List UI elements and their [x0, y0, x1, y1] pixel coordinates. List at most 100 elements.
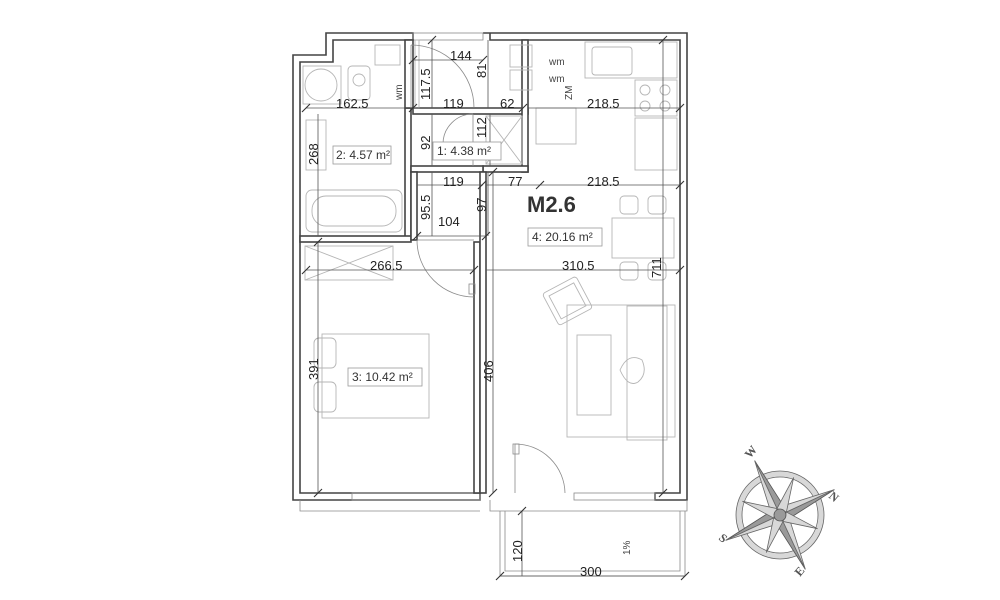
dimension-labels: 144 117.5 81 162.5 119 62 218.5 268 92 1…	[306, 48, 664, 579]
dim-162-5: 162.5	[336, 96, 369, 111]
bath-right-wall	[404, 107, 412, 241]
dim-310-5: 310.5	[562, 258, 595, 273]
zm-label: ZM	[564, 86, 575, 100]
dim-218-5-mid: 218.5	[587, 174, 620, 189]
washbasin-cabinet	[302, 65, 342, 105]
compass-e: E	[792, 564, 808, 579]
pillow	[313, 337, 337, 369]
living-left-wall	[479, 171, 487, 494]
sofa	[626, 305, 668, 441]
hall-closet-box	[485, 115, 523, 165]
room-labels: 2: 4.57 m² 1: 4.38 m² 3: 10.42 m² 4: 20.…	[332, 141, 603, 387]
dim-62: 62	[500, 96, 514, 111]
wc-fixture-2	[509, 69, 533, 91]
wc-wall	[404, 39, 414, 109]
kitchen-counter-top	[584, 41, 678, 79]
room-3-label: 3: 10.42 m²	[352, 370, 413, 384]
wc-door[interactable]	[410, 44, 475, 109]
door-handle	[512, 443, 520, 455]
person-figure	[619, 357, 645, 384]
wc-fixture	[509, 44, 533, 68]
hall-mid-wall	[410, 165, 484, 173]
wm-label-2: wm	[548, 74, 565, 85]
dim-97: 97	[474, 198, 489, 212]
compass-n: N	[826, 489, 842, 506]
toilet-seat	[352, 73, 366, 87]
dim-300: 300	[580, 564, 602, 579]
apartment-id: M2.6	[527, 192, 576, 217]
pillow	[313, 381, 337, 413]
chair	[619, 261, 639, 281]
dim-117-5: 117.5	[418, 68, 433, 100]
dim-81: 81	[474, 64, 489, 78]
right-outer-wall	[483, 32, 688, 501]
room-1-label: 1: 4.38 m²	[437, 144, 491, 158]
fixtures	[302, 39, 678, 441]
slope-label: 1%	[622, 540, 633, 555]
bedroom-window	[351, 492, 481, 501]
chair	[647, 195, 667, 215]
coffee-table	[576, 334, 612, 416]
dim-391: 391	[306, 358, 321, 380]
armchair	[542, 276, 593, 326]
bath-sink	[305, 119, 327, 171]
closet-wall	[410, 171, 418, 241]
bathtub-inner	[311, 195, 397, 227]
wm-bath-label: wm	[394, 84, 405, 101]
boiler-box	[374, 44, 401, 66]
appliance-labels: wm wm wm ZM	[394, 57, 575, 101]
dim-218-5-top: 218.5	[587, 96, 620, 111]
wm-label-1: wm	[548, 57, 565, 68]
dim-711: 711	[649, 257, 664, 278]
dim-406: 406	[481, 360, 496, 382]
dim-144: 144	[450, 48, 472, 63]
room-4-label: 4: 20.16 m²	[532, 230, 593, 244]
balcony-door[interactable]	[514, 443, 566, 494]
rug	[566, 304, 676, 438]
bed	[321, 333, 430, 419]
dim-95-5: 95.5	[418, 195, 433, 220]
dim-92: 92	[418, 136, 433, 150]
doors	[410, 44, 566, 494]
burner-1	[639, 84, 651, 96]
bathtub	[305, 189, 403, 233]
kitchen-counter-side	[634, 117, 678, 171]
burner-2	[659, 84, 671, 96]
wardrobe	[304, 245, 394, 281]
dim-266-5: 266.5	[370, 258, 403, 273]
burner-4	[659, 100, 671, 112]
bedroom-door[interactable]	[416, 239, 475, 298]
dim-268: 268	[306, 143, 321, 165]
dining-table	[611, 217, 675, 259]
dim-112: 112	[474, 117, 489, 138]
dimension-lines	[301, 35, 690, 581]
bedroom-right-wall	[473, 241, 481, 494]
dim-119-mid: 119	[443, 174, 464, 189]
burner-3	[639, 100, 651, 112]
outer-walls	[292, 32, 688, 512]
toilet	[347, 65, 371, 101]
chair	[619, 195, 639, 215]
wardrobe-cross	[304, 245, 394, 281]
dim-104: 104	[438, 214, 460, 229]
door-handle	[468, 283, 476, 295]
cooktop	[634, 79, 678, 117]
dim-77: 77	[508, 174, 522, 189]
top-window	[412, 32, 484, 41]
dim-119-top: 119	[443, 96, 464, 111]
kitchen-sink	[591, 46, 633, 76]
balcony-inner	[504, 511, 681, 572]
washbasin	[304, 68, 338, 102]
compass-s: S	[716, 531, 730, 546]
dim-120: 120	[510, 540, 525, 562]
bottom-wall-strip	[299, 500, 688, 512]
living-window	[573, 492, 656, 501]
kitchen-ledge	[482, 165, 529, 173]
bath-bottom-wall	[299, 235, 412, 243]
compass-rose: N E S W	[716, 443, 842, 579]
kitchen-cabinet	[535, 107, 577, 145]
room-2-label: 2: 4.57 m²	[336, 148, 390, 162]
chair	[647, 261, 667, 281]
compass-w: W	[742, 443, 760, 461]
